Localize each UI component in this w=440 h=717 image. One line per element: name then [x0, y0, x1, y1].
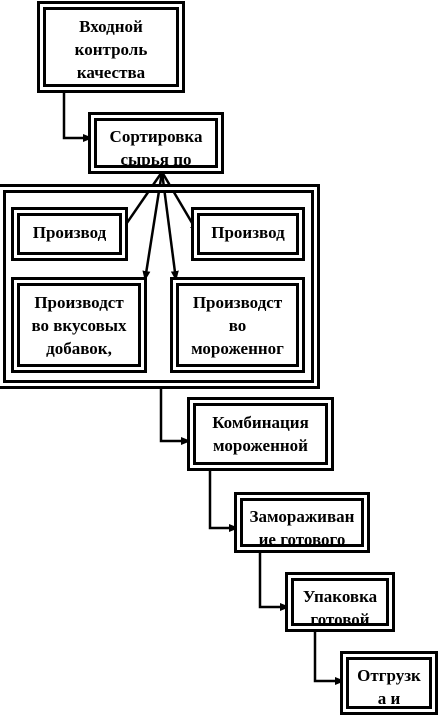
node-ice-cream-production: Производст во мороженног о-б — [176, 283, 299, 367]
node-label: Производст во вкусовых добавок, сиропов — [31, 293, 127, 364]
node-shipping: Отгрузк а и — [346, 657, 432, 709]
arrow-n2-n4 — [160, 171, 200, 234]
production-group — [3, 190, 314, 383]
connector-n9-n10 — [313, 630, 345, 685]
node-packing-finished: Упаковка готовой — [291, 578, 389, 626]
node-freezing-finished: Замораживан ие готового — [240, 498, 364, 547]
node-input-quality-control: Входной контроль качества — [43, 7, 179, 87]
node-label: Сортировка сырья по — [109, 127, 203, 168]
arrow-n2-n3 — [118, 171, 164, 234]
node-label: Замораживан ие готового — [249, 507, 355, 547]
connector-group-n7 — [159, 385, 191, 445]
node-label: Входной контроль качества — [74, 17, 148, 82]
node-flavor-additives-production: Производст во вкусовых добавок, сиропов — [17, 283, 141, 367]
node-ice-cream-mass-combination: Комбинация мороженной массы и — [193, 403, 328, 465]
node-raw-material-sorting: Сортировка сырья по — [94, 118, 218, 168]
node-label: Упаковка готовой — [302, 587, 378, 626]
node-label: Производст во мороженног о-б — [191, 293, 284, 364]
connector-n1-n2 — [62, 92, 93, 142]
node-label: Отгрузк а и — [357, 666, 421, 708]
connector-n8-n9 — [258, 550, 290, 611]
node-label: Комбинация мороженной массы и — [212, 413, 309, 462]
connector-n7-n8 — [208, 471, 239, 532]
